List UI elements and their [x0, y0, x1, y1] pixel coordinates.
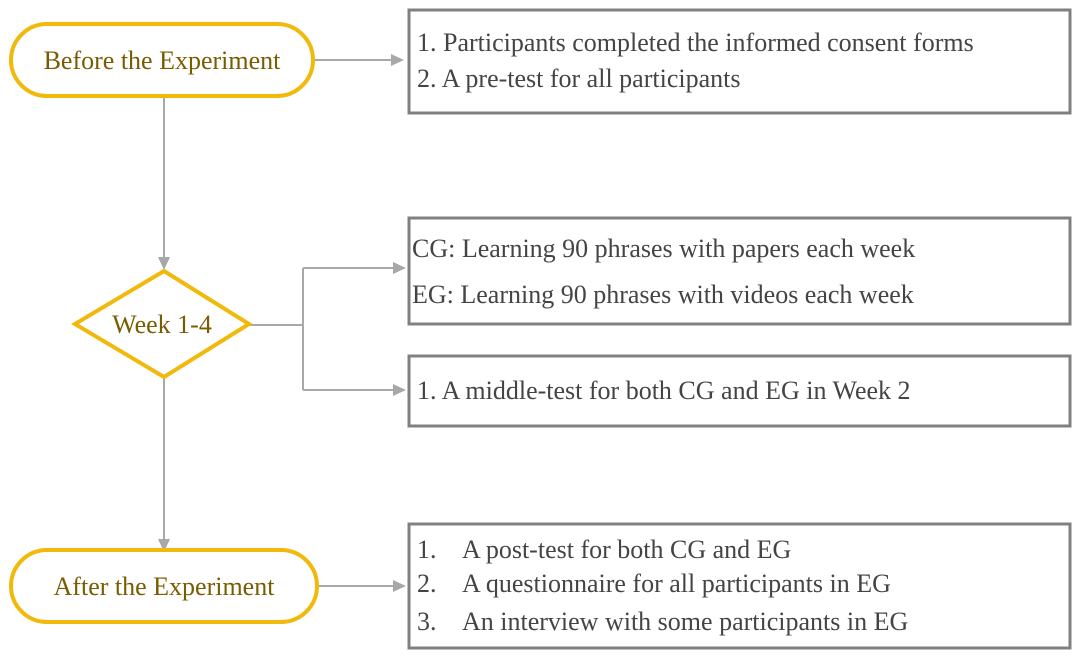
box-before: 1. Participants completed the informed c… [407, 8, 1072, 115]
arrowhead-middle [393, 384, 406, 396]
box-after-item-3-text: An interview with some participants in E… [462, 607, 908, 636]
arrowhead-after [158, 539, 170, 552]
box-middle: 1. A middle-test for both CG and EG in W… [407, 354, 1072, 428]
stage-after-shape [9, 548, 319, 624]
box-after-item-3-num: 3. [417, 607, 437, 636]
box-after-item-1-text: A post-test for both CG and EG [462, 535, 791, 564]
arrowhead-week [158, 257, 170, 270]
stage-weeks-label: Week 1-4 [112, 310, 212, 339]
box-before-frame [407, 8, 1072, 115]
stage-after-label: After the Experiment [54, 572, 276, 601]
stage-before-label: Before the Experiment [44, 46, 282, 75]
box-after-item-1-num: 1. [417, 535, 437, 564]
box-learning-frame [407, 216, 1072, 326]
arrowhead-learning [393, 262, 406, 274]
box-after-item-2-text: A questionnaire for all participants in … [462, 569, 891, 598]
stage-before: Before the Experiment [9, 22, 315, 98]
stage-after: After the Experiment [9, 548, 319, 624]
stage-weeks: Week 1-4 [71, 268, 253, 380]
box-after-frame [407, 522, 1072, 650]
box-learning-cg: CG: Learning 90 phrases with papers each… [412, 234, 915, 263]
box-after-item-2-num: 2. [417, 569, 437, 598]
arrowhead-post [393, 580, 406, 592]
arrowhead-consent [391, 54, 404, 66]
box-before-line-1: 1. Participants completed the informed c… [417, 28, 974, 57]
box-learning: CG: Learning 90 phrases with papers each… [407, 216, 1072, 326]
stage-weeks-shape [71, 268, 253, 380]
box-after: 1. A post-test for both CG and EG 2. A q… [407, 522, 1072, 650]
stage-before-shape [9, 22, 315, 98]
box-before-line-2: 2. A pre-test for all participants [417, 64, 740, 93]
connectors [158, 54, 406, 592]
box-middle-frame [407, 354, 1072, 428]
box-middle-line-1: 1. A middle-test for both CG and EG in W… [417, 376, 911, 405]
box-learning-eg: EG: Learning 90 phrases with videos each… [412, 280, 914, 309]
